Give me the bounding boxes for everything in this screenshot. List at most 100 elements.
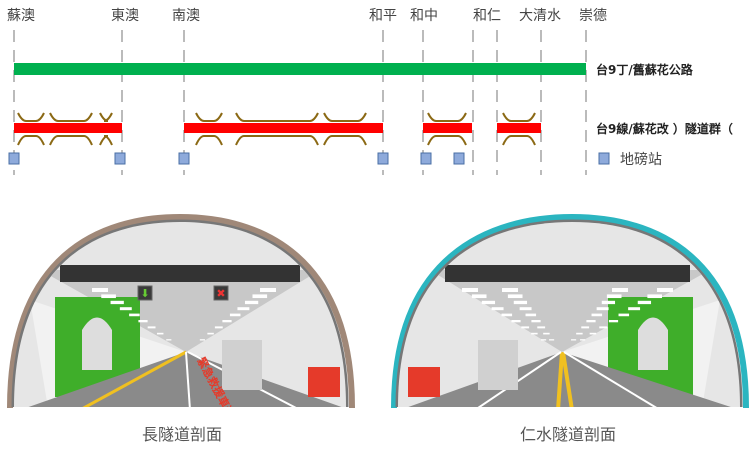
long-tunnel-caption: 長隧道剖面 <box>142 425 222 444</box>
ceiling-light <box>647 294 663 299</box>
ceiling-light <box>511 320 521 323</box>
tunnel-arc <box>49 135 93 146</box>
ceiling-light <box>92 288 108 292</box>
tunnel-bar <box>497 123 541 133</box>
ceiling-light <box>471 294 487 299</box>
station-label: 和仁 <box>473 8 501 24</box>
ceiling-light <box>586 320 596 323</box>
ceiling-light <box>589 332 597 335</box>
ceiling-light <box>138 320 148 323</box>
tunnel-arc <box>195 135 223 146</box>
ceiling-light <box>581 326 590 329</box>
ceiling-light <box>501 313 513 317</box>
ceiling-light <box>525 313 537 317</box>
ceiling-light <box>608 320 619 323</box>
station-label: 東澳 <box>111 8 139 24</box>
ceiling-light <box>252 294 268 299</box>
tunnel-arc <box>195 112 223 122</box>
tunnel-bar <box>14 123 122 133</box>
old-highway-bar <box>14 63 586 75</box>
station-label: 南澳 <box>172 8 200 24</box>
ceiling-light <box>618 313 630 317</box>
ceiling-light <box>576 332 583 335</box>
weigh-station-icon <box>8 152 20 165</box>
tunnel-group-label: 台9線/蘇花改 ）隧道群（ <box>596 121 733 136</box>
ceiling-light <box>531 320 541 323</box>
ceiling-light <box>541 339 547 341</box>
ceiling-light <box>549 339 555 341</box>
ceiling-light <box>637 300 652 305</box>
ceiling-light <box>599 326 608 329</box>
ceiling-light <box>601 300 616 305</box>
ceiling-light <box>513 300 528 305</box>
tunnel-arc <box>49 112 93 122</box>
ceiling-light <box>199 339 205 341</box>
tunnel-arc <box>323 135 367 146</box>
ceiling-light <box>462 288 478 292</box>
weigh-station-icon <box>420 152 432 165</box>
weigh-station-icon <box>114 152 126 165</box>
tunnel-rim <box>391 213 749 409</box>
weigh-station-icon <box>377 152 389 165</box>
ceiling-light <box>147 326 156 329</box>
ceiling-light <box>543 332 550 335</box>
fire-cabinet <box>308 367 340 397</box>
ceiling-light <box>481 300 496 305</box>
tunnel-arc <box>427 112 467 122</box>
tunnel-arc <box>99 135 113 146</box>
ceiling-light <box>119 307 132 311</box>
svg-text:✖: ✖ <box>216 287 225 300</box>
ceiling-light <box>101 294 116 299</box>
ceiling-light <box>612 288 628 292</box>
ceiling-light <box>628 307 641 311</box>
road-surface <box>20 352 346 407</box>
station-label: 大清水 <box>519 8 561 24</box>
ceiling-light <box>606 294 622 299</box>
ceiling-light <box>110 300 124 305</box>
ceiling-light <box>521 326 530 329</box>
station-label: 和中 <box>410 8 438 24</box>
tunnel-arc <box>502 135 536 146</box>
ceiling-light <box>237 307 250 311</box>
ceiling-light <box>207 332 214 335</box>
weigh-station-legend-icon <box>598 152 610 165</box>
ceiling-light <box>531 332 538 335</box>
ceiling-light <box>156 332 164 335</box>
weigh-station-legend-label: 地磅站 <box>620 151 662 168</box>
tunnel-arc <box>17 112 45 122</box>
weigh-station-icon <box>453 152 465 165</box>
tunnel-arc <box>323 112 367 122</box>
svg-text:⬇: ⬇ <box>140 287 149 300</box>
ceiling-light <box>244 300 259 305</box>
ceiling-light <box>166 339 172 341</box>
ceiling-light <box>537 326 546 329</box>
tunnel-arc <box>502 112 536 122</box>
renshui-tunnel-caption: 仁水隧道剖面 <box>520 425 616 444</box>
ceiling-light <box>591 313 603 317</box>
ceiling-light <box>657 288 673 292</box>
ceiling-light <box>222 320 232 323</box>
station-label: 蘇澳 <box>7 8 35 24</box>
tunnel-arc <box>427 135 467 146</box>
old-highway-label: 台9丁/舊蘇花公路 <box>596 62 694 77</box>
tunnel-arc <box>17 135 45 146</box>
tunnel-arc <box>99 112 113 122</box>
ceiling-light <box>507 294 523 299</box>
tunnel-arc <box>235 135 319 146</box>
ceiling-light <box>491 307 504 311</box>
tunnel-rim <box>7 213 355 409</box>
ceiling-light <box>519 307 532 311</box>
ceiling-light <box>214 326 223 329</box>
ceiling-light <box>502 288 518 292</box>
weigh-station-icon <box>178 152 190 165</box>
ceiling-light <box>260 288 276 292</box>
tunnel-bar <box>184 123 383 133</box>
station-label: 和平 <box>369 8 397 24</box>
tunnel-bar <box>423 123 472 133</box>
tunnel-arc <box>235 112 319 122</box>
station-label: 崇德 <box>579 8 607 24</box>
ceiling-light <box>129 313 140 317</box>
long-tunnel-cross-section: ⬇ ✖ 緊急救援車道 <box>7 213 355 409</box>
ceiling-light <box>571 339 577 341</box>
